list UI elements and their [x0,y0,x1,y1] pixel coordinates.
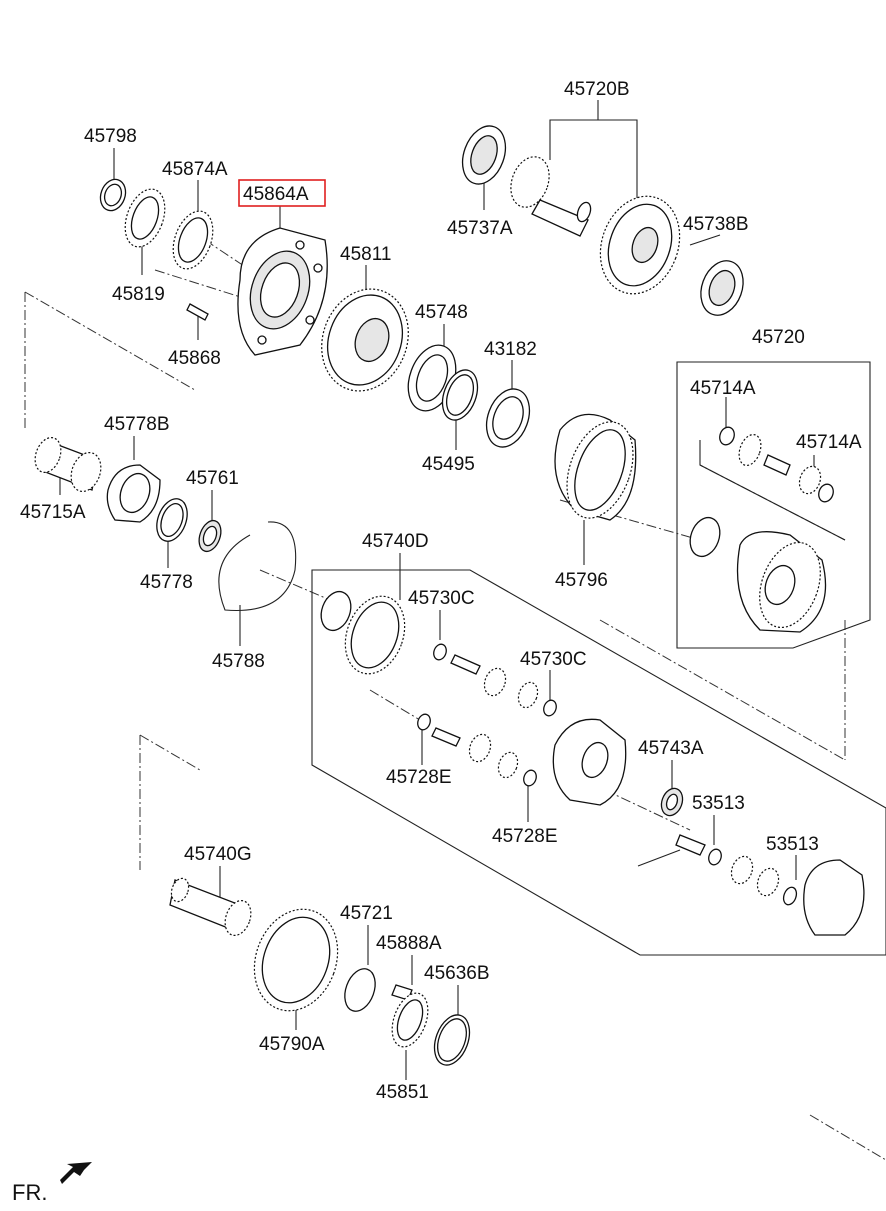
part-45737A [461,125,507,185]
part-43182 [485,388,531,448]
label-45738B[interactable]: 45738B [683,214,749,235]
front-label: FR. [12,1180,47,1205]
carrier-parts [738,433,822,495]
label-45737A[interactable]: 45737A [447,218,513,239]
label-45740D[interactable]: 45740D [362,531,429,552]
part-45788 [218,521,297,612]
label-45715A[interactable]: 45715A [20,502,86,523]
part-45790A [253,908,339,1012]
part-45738B [700,260,744,316]
label-45868[interactable]: 45868 [168,348,221,369]
label-45819[interactable]: 45819 [112,284,165,305]
planetary-assembly-frame [311,569,886,956]
label-45864A[interactable]: 45864A [243,184,309,205]
highlight-box [238,179,326,207]
front-direction-indicator: FR. [12,1162,92,1205]
part-45636B [433,1014,471,1066]
part-planetary-carrier [320,590,627,806]
part-45864A [237,227,328,356]
part-45868 [186,303,209,321]
part-45778 [156,498,188,542]
assembly-frames [311,361,886,956]
part-45715A [34,436,102,492]
carrier-assembly-frame [676,361,871,649]
label-45636B[interactable]: 45636B [424,963,490,984]
label-45778B[interactable]: 45778B [104,414,170,435]
label-45874A[interactable]: 45874A [162,159,228,180]
label-45728E-1[interactable]: 45728E [386,767,452,788]
part-45714A-upper [719,426,735,446]
part-45811 [321,288,409,392]
label-45720[interactable]: 45720 [752,327,805,348]
arrow-icon [60,1162,92,1184]
leader-lines [59,100,815,1080]
part-45796 [554,413,637,521]
part-45798 [99,178,127,212]
part-53513 [637,834,865,936]
label-45495[interactable]: 45495 [422,454,475,475]
part-45714A-lower [818,483,834,503]
part-carrier-45720 [689,516,827,633]
part-45743A [660,787,684,817]
part-45740G [169,877,252,937]
part-45721 [344,968,376,1012]
part-45819 [124,188,166,248]
part-labels: 45720B 45798 45874A 45864A 45737A 45738B… [20,79,862,1103]
label-45720B[interactable]: 45720B [564,79,630,100]
part-45761 [198,519,222,553]
label-45748[interactable]: 45748 [415,302,468,323]
label-45788[interactable]: 45788 [212,651,265,672]
label-43182[interactable]: 43182 [484,339,537,360]
label-45730C-2[interactable]: 45730C [520,649,587,670]
label-53513-2[interactable]: 53513 [766,834,819,855]
label-45761[interactable]: 45761 [186,468,239,489]
label-45851[interactable]: 45851 [376,1082,429,1103]
part-45720B [510,156,681,295]
label-45888A[interactable]: 45888A [376,933,442,954]
label-45714A-2[interactable]: 45714A [796,432,862,453]
part-45851 [391,992,429,1048]
part-45778B [106,464,161,523]
label-45798[interactable]: 45798 [84,126,137,147]
label-45778[interactable]: 45778 [140,572,193,593]
label-45728E-2[interactable]: 45728E [492,826,558,847]
part-45874A [172,210,214,270]
label-53513-1[interactable]: 53513 [692,793,745,814]
label-45811[interactable]: 45811 [340,244,391,265]
label-45730C-1[interactable]: 45730C [408,588,475,609]
label-45790A[interactable]: 45790A [259,1034,325,1055]
part-45495 [441,369,479,421]
label-45721[interactable]: 45721 [340,903,393,924]
label-45796[interactable]: 45796 [555,570,608,591]
label-45743A[interactable]: 45743A [638,738,704,759]
label-45714A-1[interactable]: 45714A [690,378,756,399]
label-45740G[interactable]: 45740G [184,844,252,865]
